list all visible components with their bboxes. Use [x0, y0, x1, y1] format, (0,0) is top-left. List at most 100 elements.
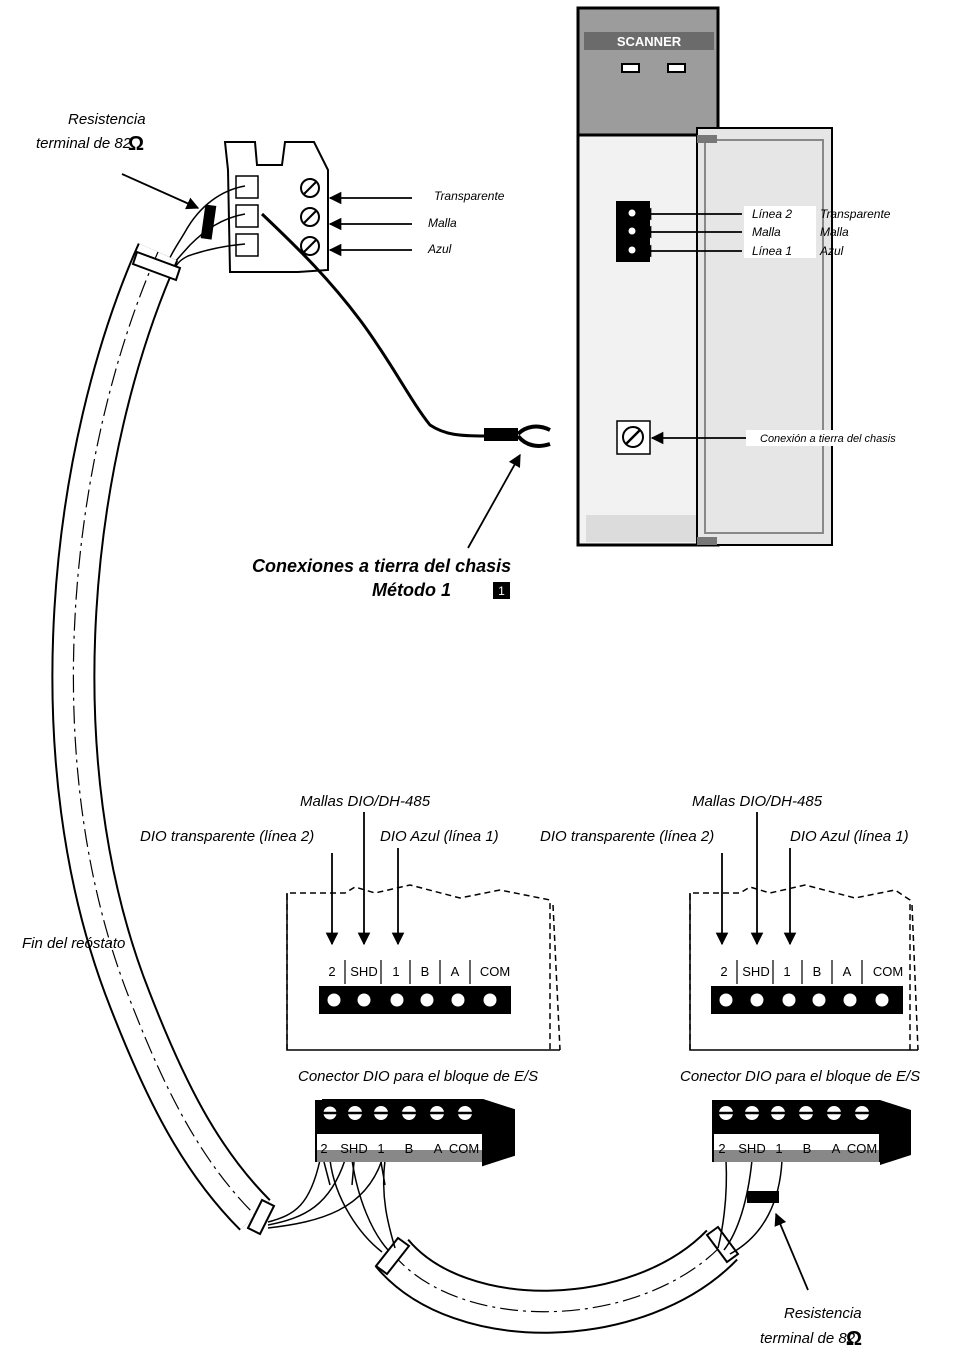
- right-plug-lower-band: [714, 1150, 879, 1162]
- top-screw-3-slot: [303, 239, 317, 253]
- right-terminal-strip: [711, 986, 903, 1014]
- left-plug-wire-3: [382, 1159, 396, 1249]
- main-cable-centerline: [72, 251, 256, 1216]
- left-terminal-pin-6: [483, 993, 497, 1007]
- arrow-top-resistor: [121, 173, 200, 210]
- right-plug-pin-4: B: [803, 1141, 812, 1156]
- dio-port-pin-line1: [628, 246, 636, 254]
- right-terminal-pin-3: [782, 993, 796, 1007]
- main-cable-end-top: [131, 250, 182, 282]
- right-plug-wire-3: [729, 1159, 783, 1255]
- left-pin-label-3: 1: [392, 964, 399, 979]
- left-terminal-strip: [319, 986, 511, 1014]
- link-cable-fill: [376, 1230, 737, 1332]
- top-connector-slot-2: [235, 204, 259, 228]
- left-plug-pin-6: COM: [449, 1141, 479, 1156]
- top-resistor-label-2: terminal de 82: [36, 135, 132, 152]
- module-door-inner: [704, 139, 824, 534]
- ground-note-badge-text: 1: [498, 584, 505, 598]
- module-title: SCANNER: [617, 34, 682, 49]
- top-screw-1-slot: [303, 181, 317, 195]
- right-plug-pin-5: A: [832, 1141, 841, 1156]
- module-door[interactable]: [696, 127, 833, 546]
- left-terminal-pin-3: [390, 993, 404, 1007]
- left-pin-label-6: COM: [480, 964, 510, 979]
- port-wire-blue: Azul: [819, 244, 844, 258]
- right-pin-label-6: COM: [873, 964, 903, 979]
- right-plug-pin-1: 2: [718, 1141, 725, 1156]
- ground-note-line1: Conexiones a tierra del chasis: [252, 556, 511, 576]
- right-shields-label: Mallas DIO/DH-485: [692, 793, 823, 810]
- left-plug-hook-3: [380, 1161, 386, 1186]
- port-label-bg: [744, 206, 816, 258]
- right-terminal-pin-2: [750, 993, 764, 1007]
- module-foot: [586, 515, 696, 542]
- link-cable: Resistencia terminal de 82 Ω: [329, 1159, 862, 1350]
- port-label-line1: Línea 1: [752, 244, 792, 258]
- right-plug-pin-6: COM: [847, 1141, 877, 1156]
- arrow-bottom-resistor: [774, 1212, 809, 1291]
- top-wire-blue-label: Azul: [427, 242, 452, 256]
- left-plug-hook-1: [323, 1161, 331, 1186]
- right-pin-label-4: B: [813, 964, 822, 979]
- top-wire-clear: [167, 185, 246, 263]
- ground-lug-sleeve: [484, 428, 518, 441]
- bottom-resistor-omega: Ω: [846, 1328, 862, 1350]
- link-cable-end-left: [374, 1236, 411, 1276]
- right-pin-label-5: A: [843, 964, 852, 979]
- right-block-outline-dash: [689, 884, 911, 1050]
- main-cable: Fin del reóstato: [22, 243, 383, 1236]
- left-terminal-pin-5: [451, 993, 465, 1007]
- port-label-line2: Línea 2: [752, 207, 792, 221]
- dio-port-pin-line2: [628, 209, 636, 217]
- bottom-resistor: [747, 1191, 779, 1203]
- right-connector-title: Conector DIO para el bloque de E/S: [680, 1068, 920, 1085]
- main-cable-end-bottom: [246, 1198, 276, 1236]
- right-terminal-pin-1: [719, 993, 733, 1007]
- port-label-shield: Malla: [752, 225, 781, 239]
- ground-wire: [260, 212, 486, 438]
- main-cable-fill: [53, 243, 270, 1230]
- arrow-ground-note: [467, 453, 521, 549]
- top-resistor-omega: Ω: [128, 133, 144, 155]
- left-pin-label-2: SHD: [350, 964, 377, 979]
- top-resistor: [200, 204, 217, 240]
- right-terminal-pin-6: [875, 993, 889, 1007]
- bottom-wire-b: [267, 1159, 346, 1226]
- link-cable-centerline: [391, 1244, 723, 1313]
- right-pin-label-1: 2: [720, 964, 727, 979]
- chassis-ground-label-bg: [746, 430, 926, 446]
- top-wire-blue: [174, 243, 246, 269]
- bottom-resistor-label-1: Resistencia: [784, 1305, 862, 1322]
- left-pin-label-4: B: [421, 964, 430, 979]
- door-hinge-top: [697, 135, 717, 143]
- status-led-1: [621, 63, 640, 73]
- left-terminal-pin-1: [327, 993, 341, 1007]
- left-block-outline-dash: [286, 884, 551, 1050]
- door-hinge-bottom: [697, 537, 717, 545]
- left-plug-pin-4: B: [405, 1141, 414, 1156]
- status-led-2: [667, 63, 686, 73]
- right-plug-wire-2: [723, 1159, 753, 1251]
- ground-note-line2: Método 1: [372, 580, 451, 600]
- left-block-right-dash: [552, 904, 561, 1051]
- ground-lug-fork: [516, 424, 551, 448]
- left-blue-label: DIO Azul (línea 1): [380, 828, 499, 845]
- right-block-outline: [689, 893, 918, 1051]
- bottom-resistor-label-2: terminal de 82: [760, 1330, 856, 1347]
- left-terminal-pin-4: [420, 993, 434, 1007]
- top-wire-shield-label: Malla: [428, 216, 457, 230]
- left-plug-hook-2: [351, 1161, 355, 1186]
- left-terminal-block: Mallas DIO/DH-485 DIO transparente (líne…: [140, 793, 561, 1085]
- top-resistor-label-1: Resistencia: [68, 111, 146, 128]
- top-connector: Transparente Malla Azul Resistencia term…: [36, 111, 551, 549]
- left-terminal-pin-2: [357, 993, 371, 1007]
- left-plug-pin-2: SHD: [340, 1141, 367, 1156]
- top-screw-2-slot: [303, 210, 317, 224]
- right-plug-wire-1: [717, 1159, 728, 1249]
- right-terminal-pin-5: [843, 993, 857, 1007]
- screw-slot: [625, 429, 641, 445]
- left-plug-pin-5: A: [434, 1141, 443, 1156]
